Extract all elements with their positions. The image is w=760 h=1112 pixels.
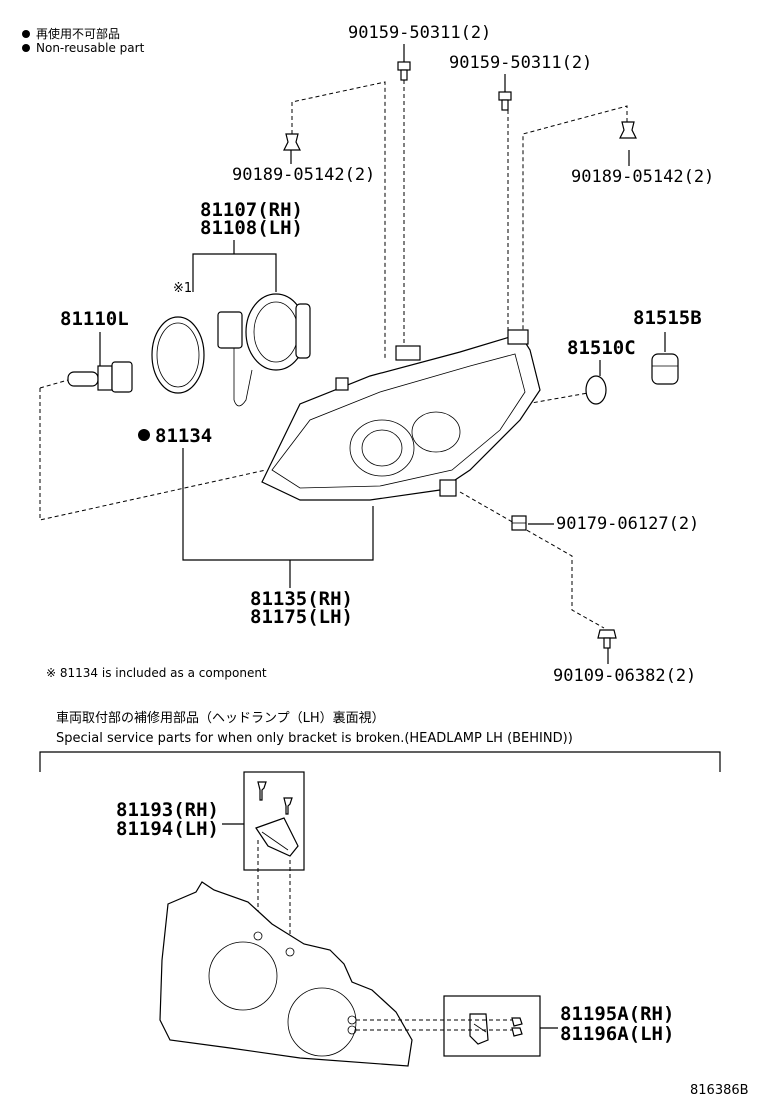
label-90109-06382[interactable]: 90109-06382(2) <box>553 666 696 686</box>
label-81196a-lh[interactable]: 81196A(LH) <box>560 1023 674 1045</box>
clip-90189-b[interactable] <box>619 121 637 139</box>
bolt-90159-b[interactable] <box>498 91 512 111</box>
assembly-dashed-lines <box>39 80 628 629</box>
label-81193-rh[interactable]: 81193(RH) <box>116 799 219 821</box>
cap-81510c[interactable] <box>585 375 607 405</box>
special-service-note-en: Special service parts for when only brac… <box>56 731 573 746</box>
headlamp-rear-view[interactable] <box>159 881 413 1067</box>
screw-90109[interactable] <box>597 629 617 649</box>
nut-90179[interactable] <box>511 515 527 531</box>
component-note: ※ 81134 is included as a component <box>46 666 267 680</box>
non-reusable-dot-icon <box>138 429 150 441</box>
label-90159-50311-a[interactable]: 90159-50311(2) <box>348 23 491 43</box>
label-90159-50311-b[interactable]: 90159-50311(2) <box>449 53 592 73</box>
non-reusable-dot-icon <box>22 44 30 52</box>
legend-non-reusable-ja: 再使用不可部品 <box>36 26 120 41</box>
ballast-cover-81107[interactable] <box>217 293 311 407</box>
bulb-81110l[interactable] <box>67 361 133 393</box>
headlamp-assembly-81135[interactable] <box>261 329 541 501</box>
leader-lines <box>99 44 666 664</box>
clip-90189-a[interactable] <box>283 133 301 151</box>
bracket-kit-81195a[interactable] <box>443 995 541 1057</box>
label-81108-lh[interactable]: 81108(LH) <box>200 217 303 239</box>
bulb-81515b[interactable] <box>651 353 679 385</box>
diagram-code: 816386B <box>690 1083 749 1098</box>
label-81515b[interactable]: 81515B <box>633 307 702 329</box>
label-81135-rh[interactable]: 81135(RH) <box>250 588 353 610</box>
label-81107-rh[interactable]: 81107(RH) <box>200 199 303 221</box>
label-81110l[interactable]: 81110L <box>60 308 129 330</box>
label-81195a-rh[interactable]: 81195A(RH) <box>560 1003 674 1025</box>
label-90189-05142-a[interactable]: 90189-05142(2) <box>232 165 375 185</box>
label-81134[interactable]: 81134 <box>155 425 212 447</box>
label-90179-06127[interactable]: 90179-06127(2) <box>556 514 699 534</box>
legend-non-reusable-en: Non-reusable part <box>36 41 145 55</box>
label-note-mark: ※1 <box>173 281 192 296</box>
non-reusable-dot-icon <box>22 30 30 38</box>
gasket-81134[interactable] <box>151 316 205 394</box>
label-81510c[interactable]: 81510C <box>567 337 636 359</box>
label-90189-05142-b[interactable]: 90189-05142(2) <box>571 167 714 187</box>
label-81175-lh[interactable]: 81175(LH) <box>250 606 353 628</box>
special-service-note-ja: 車両取付部の補修用部品（ヘッドランプ（LH）裏面視） <box>56 711 385 726</box>
special-section-frame <box>39 751 721 772</box>
label-81194-lh[interactable]: 81194(LH) <box>116 818 219 840</box>
bracket-kit-81193[interactable] <box>243 771 305 871</box>
bolt-90159-a[interactable] <box>397 61 411 81</box>
